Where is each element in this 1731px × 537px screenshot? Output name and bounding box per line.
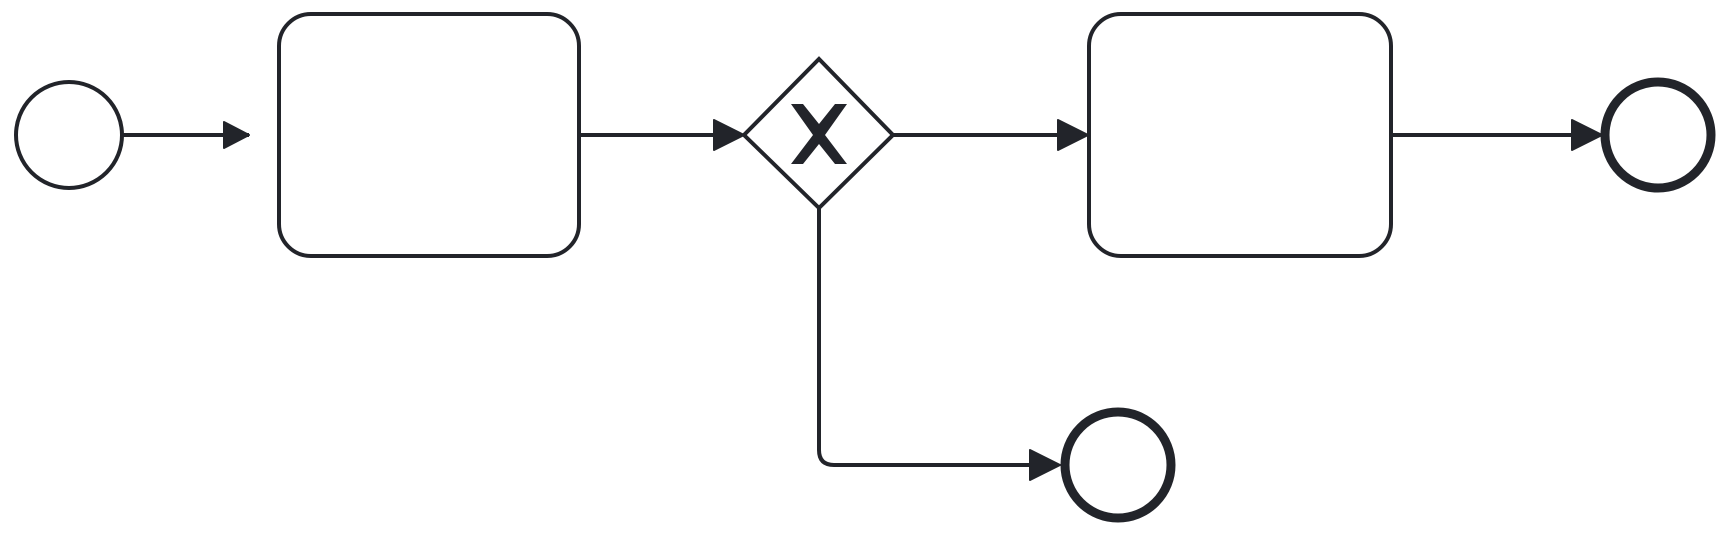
x-marker-icon <box>791 104 847 164</box>
arrowhead-icon <box>713 119 745 151</box>
sequence-flows <box>113 119 1603 481</box>
task-2[interactable] <box>1087 12 1393 258</box>
end-event-1[interactable] <box>1600 77 1716 193</box>
end-event-2[interactable] <box>1060 407 1176 523</box>
start-event[interactable] <box>14 80 124 190</box>
task-1[interactable] <box>277 12 581 258</box>
arrowhead-icon <box>1029 449 1061 481</box>
arrowhead-icon <box>1057 119 1089 151</box>
exclusive-gateway[interactable] <box>741 56 896 211</box>
arrowhead-icon <box>223 121 250 149</box>
flow-gateway-to-end2[interactable] <box>817 208 1034 467</box>
arrowhead-icon <box>1571 119 1603 151</box>
